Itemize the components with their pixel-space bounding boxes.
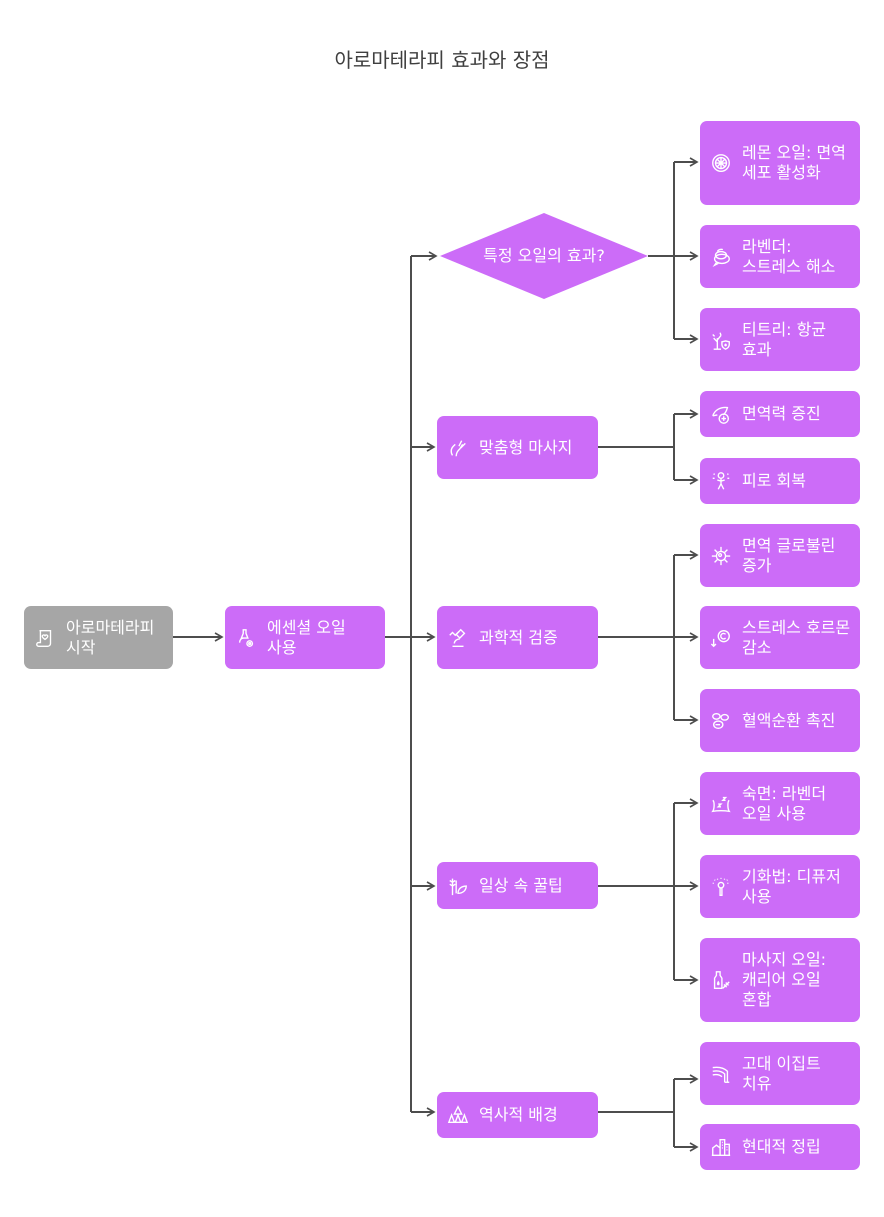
decision-label: 특정 오일의 효과?: [483, 246, 605, 265]
child-label: 마사지 오일: 캐리어 오일 혼합: [742, 950, 827, 1009]
egyptian-headdress-icon: [710, 1063, 732, 1085]
branch-node-history[interactable]: 역사적 배경: [437, 1092, 598, 1138]
child-label: 기화법: 디퓨저 사용: [742, 866, 841, 906]
oil-label: 라벤더: 스트레스 해소: [742, 236, 836, 276]
child-node[interactable]: 피로 회복: [700, 458, 860, 504]
child-label: 면역력 증진: [742, 404, 821, 423]
oil-bottle-herb-icon: [710, 969, 732, 991]
child-label: 고대 이집트 치유: [742, 1053, 821, 1093]
child-label: 현대적 정립: [742, 1137, 821, 1156]
root-label: 아로마테라피 시작: [66, 617, 155, 657]
leaf-plus-icon: [710, 403, 732, 425]
chat-bubbles-icon: [710, 246, 732, 268]
oil-label: 레몬 오일: 면역 세포 활성화: [742, 143, 846, 182]
child-label: 스트레스 호르몬 감소: [742, 617, 851, 657]
child-node[interactable]: 스트레스 호르몬 감소: [700, 606, 860, 669]
decision-node[interactable]: 특정 오일의 효과?: [440, 213, 648, 299]
child-node[interactable]: 고대 이집트 치유: [700, 1042, 860, 1105]
child-node[interactable]: 면역 글로불린 증가: [700, 524, 860, 587]
child-node[interactable]: 면역력 증진: [700, 391, 860, 437]
hormone-down-icon: [710, 627, 732, 649]
main-label: 에센셜 오일 사용: [267, 617, 346, 657]
pillow-sleep-icon: [710, 793, 732, 815]
child-label: 면역 글로불린 증가: [742, 535, 836, 575]
lemon-slice-icon: [710, 152, 732, 174]
child-node[interactable]: 현대적 정립: [700, 1124, 860, 1170]
decision-diamond: [440, 213, 648, 299]
diagram-title: 아로마테라피 효과와 장점: [334, 48, 550, 72]
child-node[interactable]: 기화법: 디퓨저 사용: [700, 855, 860, 918]
branch-label: 과학적 검증: [479, 627, 558, 647]
main-node[interactable]: 에센셜 오일 사용: [225, 606, 385, 669]
child-node[interactable]: 마사지 오일: 캐리어 오일 혼합: [700, 938, 860, 1022]
branch-node-tips[interactable]: 일상 속 꿀팁: [437, 862, 598, 909]
root-node[interactable]: 아로마테라피 시작: [24, 606, 173, 669]
energetic-person-icon: [710, 470, 732, 492]
pyramids-icon: [447, 1104, 469, 1126]
oil-label: 티트리: 항균 효과: [742, 319, 827, 359]
child-label: 혈액순환 촉진: [742, 710, 836, 730]
branch-label: 맞춤형 마사지: [479, 437, 573, 457]
child-node[interactable]: 혈액순환 촉진: [700, 689, 860, 752]
branch-label: 일상 속 꿀팁: [479, 875, 563, 895]
oil-flower-icon: [235, 627, 257, 649]
diffuser-icon: [710, 876, 732, 898]
herb-leaf-icon: [447, 875, 469, 897]
tree-shield-icon: [710, 329, 732, 351]
branch-node-massage[interactable]: 맞춤형 마사지: [437, 416, 598, 479]
immune-cell-icon: [710, 545, 732, 567]
child-label: 숙면: 라벤더 오일 사용: [742, 783, 827, 823]
oil-node-lemon[interactable]: 레몬 오일: 면역 세포 활성화: [700, 121, 860, 205]
massage-hand-icon: [447, 437, 469, 459]
city-buildings-icon: [710, 1136, 732, 1158]
branch-label: 역사적 배경: [479, 1105, 558, 1124]
blood-cells-icon: [710, 710, 732, 732]
scroll-heart-icon: [34, 627, 56, 649]
child-node[interactable]: 숙면: 라벤더 오일 사용: [700, 772, 860, 835]
oil-node-teatree[interactable]: 티트리: 항균 효과: [700, 308, 860, 371]
oil-node-lavender[interactable]: 라벤더: 스트레스 해소: [700, 225, 860, 288]
microscope-icon: [447, 627, 469, 649]
branch-node-science[interactable]: 과학적 검증: [437, 606, 598, 669]
child-label: 피로 회복: [742, 471, 806, 490]
